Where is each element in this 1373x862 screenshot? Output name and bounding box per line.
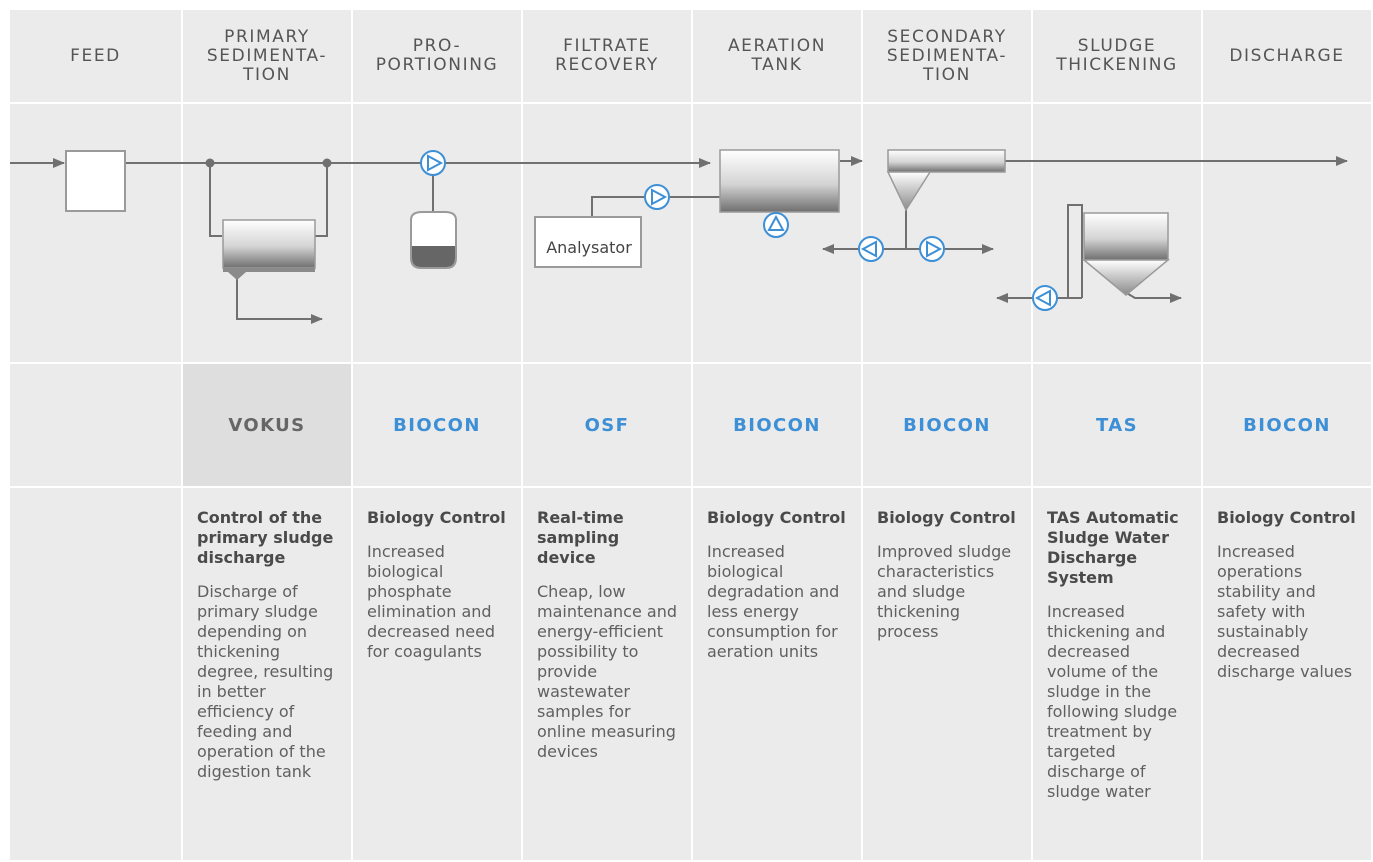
column-header: SLUDGE THICKENING (1033, 10, 1203, 104)
diagram-cell (353, 104, 523, 364)
diagram-cell (183, 104, 353, 364)
description-title: Control of the primary sludge discharge (197, 508, 334, 567)
diagram-cell (10, 104, 183, 364)
description-cell: TAS Automatic Sludge Water Discharge Sys… (1033, 488, 1203, 862)
description-title: Biology Control (367, 508, 506, 527)
description-title: Biology Control (877, 508, 1016, 527)
column-header: FILTRATE RECOVERY (523, 10, 693, 104)
description-title: Real-time sampling device (537, 508, 624, 567)
diagram-cell (1033, 104, 1203, 364)
description-body: Increased operations stability and safet… (1217, 542, 1353, 681)
description-body: Improved sludge characteristics and slud… (877, 542, 1012, 641)
product-link[interactable]: BIOCON (353, 364, 523, 488)
column-header: PRIMARY SEDIMENTA- TION (183, 10, 353, 104)
product-link[interactable]: TAS (1033, 364, 1203, 488)
diagram-cell (1203, 104, 1373, 364)
product-link[interactable]: BIOCON (863, 364, 1033, 488)
analyser-label: Analysator (546, 237, 632, 257)
column-header: AERATION TANK (693, 10, 863, 104)
description-cell (10, 488, 183, 862)
column-header: PRO- PORTIONING (353, 10, 523, 104)
description-title: Biology Control (707, 508, 846, 527)
diagram-cell (863, 104, 1033, 364)
product-link[interactable]: BIOCON (1203, 364, 1373, 488)
product-link[interactable]: OSF (523, 364, 693, 488)
description-body: Increased biological degradation and les… (707, 542, 840, 661)
description-body: Increased biological phosphate eliminati… (367, 542, 496, 661)
product-link[interactable]: VOKUS (183, 364, 353, 488)
product-link[interactable]: BIOCON (693, 364, 863, 488)
column-header: DISCHARGE (1203, 10, 1373, 104)
column-header: FEED (10, 10, 183, 104)
description-body: Increased thickening and decreased volum… (1047, 602, 1178, 801)
diagram-cell (693, 104, 863, 364)
product-link (10, 364, 183, 488)
description-body: Discharge of primary sludge depending on… (197, 582, 334, 781)
description-body: Cheap, low maintenance and energy-effici… (537, 582, 678, 761)
description-title: TAS Automatic Sludge Water Discharge Sys… (1047, 508, 1179, 587)
description-title: Biology Control (1217, 508, 1356, 527)
column-header: SECONDARY SEDIMENTA- TION (863, 10, 1033, 104)
